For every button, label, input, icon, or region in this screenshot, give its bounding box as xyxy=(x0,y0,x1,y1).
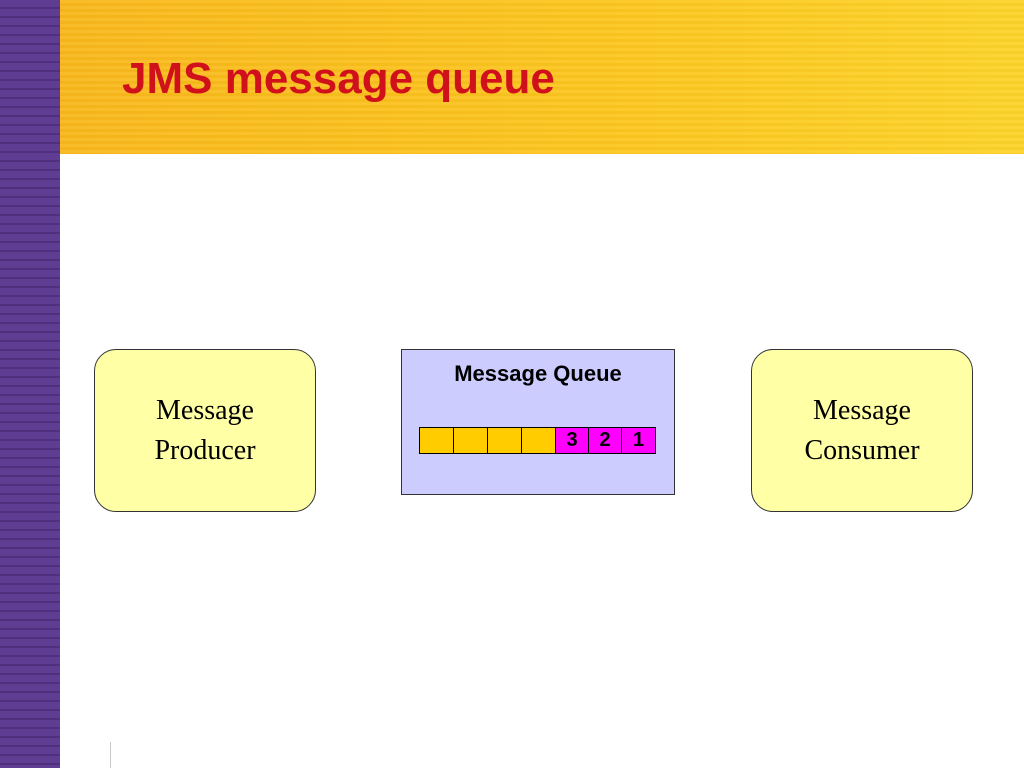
producer-label: Message Producer xyxy=(154,391,255,471)
message-queue-box: Message Queue 3 2 1 xyxy=(401,349,675,495)
producer-label-line1: Message xyxy=(156,394,254,426)
consumer-label-line2: Consumer xyxy=(804,434,920,466)
consumer-label: Message Consumer xyxy=(804,391,919,471)
left-decorative-stripe xyxy=(0,0,60,768)
producer-label-line2: Producer xyxy=(154,434,256,466)
queue-slot-empty xyxy=(454,428,488,453)
consumer-label-line1: Message xyxy=(813,394,911,426)
queue-slot-empty xyxy=(420,428,454,453)
queue-slot-empty xyxy=(488,428,522,453)
message-consumer-box: Message Consumer xyxy=(751,349,973,512)
queue-title: Message Queue xyxy=(454,361,622,386)
header-band xyxy=(60,0,1024,154)
footer-divider xyxy=(110,742,111,768)
queue-slot-empty xyxy=(522,428,556,453)
queue-slot-message-3: 3 xyxy=(556,428,589,453)
slide-title: JMS message queue xyxy=(122,54,555,103)
message-producer-box: Message Producer xyxy=(94,349,316,512)
queue-slot-message-2: 2 xyxy=(589,428,622,453)
queue-slot-message-1: 1 xyxy=(622,428,655,453)
queue-slots: 3 2 1 xyxy=(419,427,656,454)
